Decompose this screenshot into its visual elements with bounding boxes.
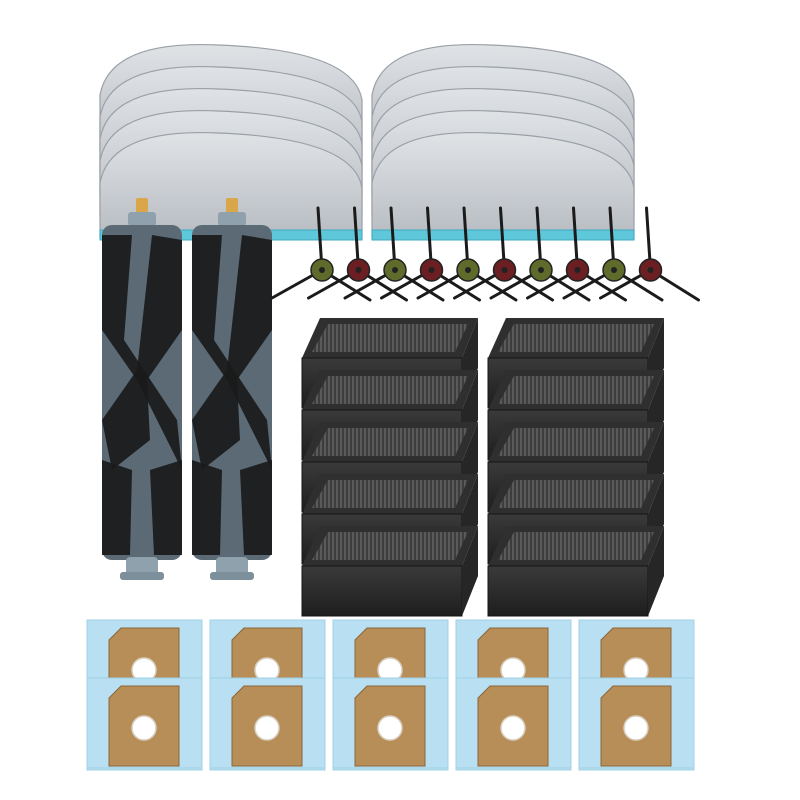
- roller-bottom-ring: [120, 572, 164, 580]
- dust-bag-port: [254, 715, 280, 741]
- filter-mesh: [498, 532, 654, 560]
- filter-frame-side: [462, 526, 478, 616]
- dust-bag: [332, 677, 449, 769]
- mop-pad-stack: [371, 43, 635, 241]
- filter-frame-side: [648, 526, 664, 616]
- filter-frame-front: [487, 565, 649, 617]
- side-brush-center: [465, 267, 471, 273]
- hepa-filter: [487, 526, 664, 617]
- roller-bottom-ring: [210, 572, 254, 580]
- roller-bristle-strip: [102, 235, 182, 470]
- roller-bristle-strip: [102, 460, 132, 555]
- side-brush: [380, 206, 481, 302]
- side-brush: [562, 206, 664, 302]
- roller-hub: [226, 198, 238, 216]
- side-brush: [599, 206, 700, 302]
- hepa-filter: [301, 422, 478, 513]
- side-brush-center: [574, 267, 581, 273]
- main-roller-brush: [192, 198, 272, 580]
- filter-mesh: [312, 480, 468, 508]
- filter-mesh: [498, 480, 654, 508]
- roller-bristle-strip: [192, 235, 272, 470]
- filter-mesh: [312, 428, 468, 456]
- filter-frame-front: [301, 565, 463, 617]
- filter-mesh: [312, 376, 468, 404]
- dust-bags: [86, 619, 695, 771]
- dust-bag: [209, 677, 326, 769]
- dust-bag: [455, 677, 572, 769]
- side-brush-center: [392, 267, 398, 273]
- roller-bristle-strip: [192, 460, 222, 555]
- mop-pad-stack: [99, 43, 363, 241]
- main-roller-brushes: [102, 198, 272, 580]
- dust-bag-port: [500, 715, 526, 741]
- roller-top-cap: [218, 212, 246, 226]
- filter-mesh: [312, 532, 468, 560]
- hepa-filter: [301, 526, 478, 617]
- side-brush-center: [538, 267, 544, 273]
- roller-bristle-strip: [150, 460, 182, 555]
- mop-pad: [371, 131, 635, 239]
- mop-pad-stacks: [99, 43, 635, 241]
- filter-mesh: [498, 376, 654, 404]
- dust-bag-port: [623, 715, 649, 741]
- side-brush-center: [428, 267, 435, 273]
- main-roller-brush: [102, 198, 182, 580]
- filter-mesh: [498, 324, 654, 352]
- side-brush: [270, 206, 372, 302]
- side-brushes: [270, 206, 700, 302]
- side-brush-center: [611, 267, 617, 273]
- side-brush: [453, 206, 554, 302]
- mop-pad: [99, 131, 363, 239]
- dust-bag-port: [377, 715, 403, 741]
- dust-bag-port: [131, 715, 157, 741]
- side-brush-center: [647, 267, 654, 273]
- side-brush-center: [355, 267, 362, 273]
- side-brush: [416, 206, 518, 302]
- side-brush: [343, 206, 445, 302]
- roller-top-cap: [128, 212, 156, 226]
- side-brush-center: [501, 267, 508, 273]
- filter-mesh: [498, 428, 654, 456]
- dust-bag: [578, 677, 695, 769]
- side-brush: [307, 206, 408, 302]
- dust-bag: [86, 677, 203, 769]
- roller-hub: [136, 198, 148, 216]
- side-brush: [489, 206, 591, 302]
- roller-bristle-strip: [102, 235, 182, 470]
- roller-bristle-strip: [240, 460, 272, 555]
- side-brush: [526, 206, 627, 302]
- filter-mesh: [312, 324, 468, 352]
- side-brush-center: [319, 267, 325, 273]
- roller-bristle-strip: [192, 235, 272, 470]
- hepa-filters: [301, 318, 664, 617]
